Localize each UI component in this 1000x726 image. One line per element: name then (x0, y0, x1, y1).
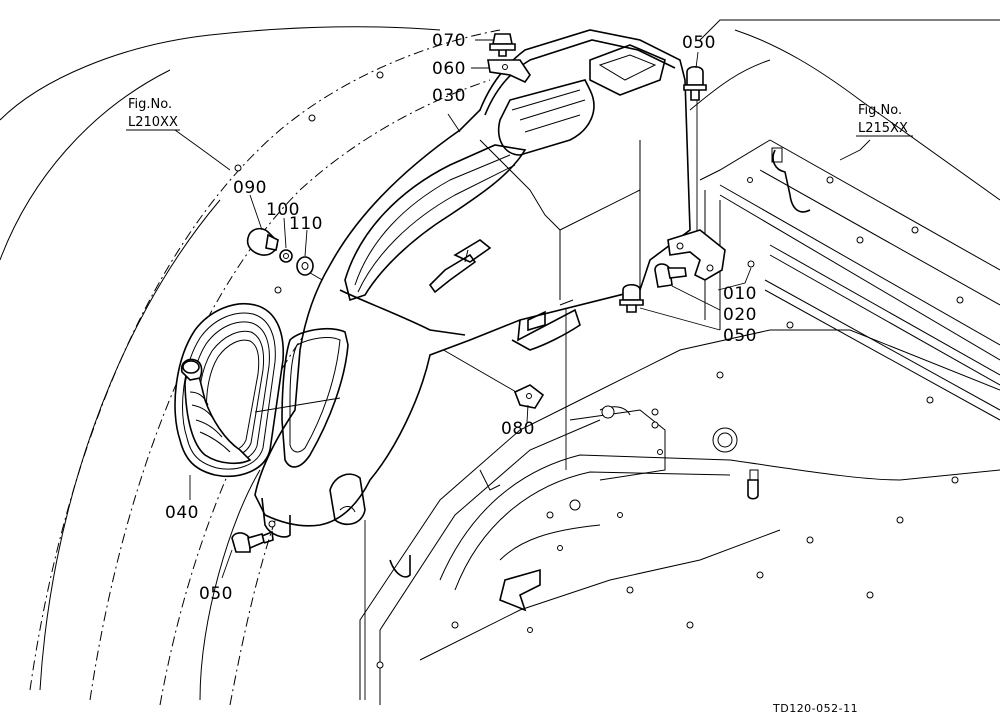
console-cover (254, 29, 691, 538)
fig-ref-left-title: Fig.No. (128, 97, 172, 112)
fig-ref-right: Fig.No. L215XX (856, 103, 913, 137)
label-090: 090 (233, 178, 267, 198)
label-020: 020 (723, 305, 757, 325)
label-050-bottom: 050 (199, 584, 233, 604)
fig-ref-right-number: L215XX (858, 121, 908, 136)
bolt-020 (654, 260, 755, 288)
leader-lines (174, 39, 871, 579)
label-050-right: 050 (723, 326, 757, 346)
label-060: 060 (432, 59, 466, 79)
drawing-code: TD120-052-11 (772, 702, 858, 715)
bolt-070 (489, 33, 516, 57)
label-030: 030 (432, 86, 466, 106)
floor-plate (359, 329, 1000, 705)
lever-boot-040 (174, 303, 341, 477)
label-070: 070 (432, 31, 466, 51)
label-080: 080 (501, 419, 535, 439)
label-110: 110 (289, 214, 323, 234)
nut-100 (279, 249, 293, 263)
fig-ref-left: Fig.No. L210XX (126, 97, 180, 131)
floor-frame (689, 19, 1000, 421)
bracket-060 (487, 59, 531, 84)
knob-090 (246, 227, 279, 256)
label-010: 010 (723, 284, 757, 304)
clip-nut-080 (513, 384, 545, 409)
bolt-050-right (619, 283, 644, 313)
bolt-050-bottom (231, 530, 274, 553)
part-labels: 070 060 030 050 090 100 110 010 020 050 … (165, 31, 757, 604)
fig-ref-right-title: Fig.No. (858, 103, 902, 118)
bolt-050-top (683, 65, 707, 101)
fig-ref-left-number: L210XX (128, 115, 178, 130)
label-040: 040 (165, 503, 199, 523)
label-100: 100 (266, 200, 300, 220)
bracket-010 (667, 229, 726, 281)
label-050-top: 050 (682, 33, 716, 53)
washer-110 (296, 256, 314, 276)
